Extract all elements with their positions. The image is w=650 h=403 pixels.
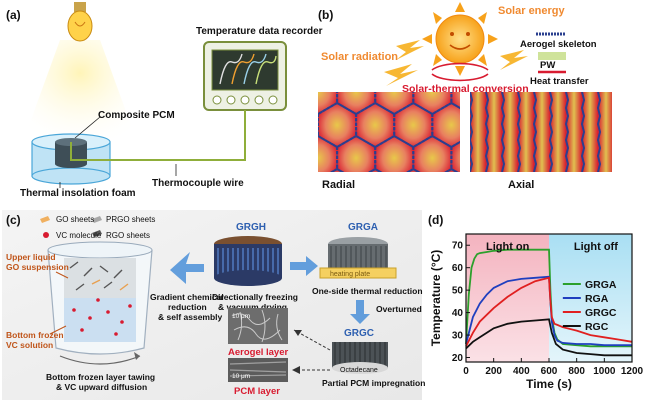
series-line-grgc <box>465 276 633 347</box>
grga-cylinder: heating plate <box>319 237 397 279</box>
legend-pw: PW <box>540 60 555 71</box>
sun-icon <box>422 2 498 76</box>
y-tick-label: 60 <box>452 263 464 274</box>
x-tick-label: 0 <box>463 366 469 377</box>
pcm-layer-label: PCM layer <box>234 386 280 397</box>
foam-container <box>31 133 111 185</box>
panel-b-label: (b) <box>318 8 333 22</box>
foam-label: Thermal insolation foam <box>20 188 136 199</box>
grgh-cylinder <box>214 236 282 286</box>
chart-legend: GRGA RGA GRGC RGC <box>562 279 617 333</box>
legend-vc: VC molecule <box>56 231 102 240</box>
legend-rgo: RGO sheets <box>106 231 150 240</box>
y-tick-label: 70 <box>452 241 464 252</box>
heating-plate-label: heating plate <box>330 271 370 278</box>
series-line-grga <box>465 248 632 348</box>
lamp-icon <box>20 2 140 150</box>
axial-label: Axial <box>508 179 534 191</box>
scale-bar-1: 10 μm <box>232 313 250 320</box>
panel-d: (d) 0 200 400 600 800 1000 1200 20 30 40 50 60 70 Li… <box>428 213 644 391</box>
legend-aerogel: Aerogel skeleton <box>520 39 597 50</box>
thermocouple-label: Thermocouple wire <box>152 178 244 189</box>
x-tick-label: 1000 <box>593 366 616 377</box>
arrow-to-grgh <box>170 252 204 284</box>
y-tick-label: 20 <box>452 353 464 364</box>
one-side-label: One-side thermal reduction <box>312 286 423 296</box>
legend-go: GO sheets <box>56 215 94 224</box>
freeze-label: Directionally freezing& vacuum drying <box>212 292 298 312</box>
x-tick-label: 800 <box>568 366 585 377</box>
arrow-overturned <box>350 300 370 324</box>
panel-c-label: (c) <box>6 213 21 227</box>
panel-b-legend: Aerogel skeleton PW Heat transfer <box>520 32 597 87</box>
recorder-label: Temperature data recorder <box>196 26 323 37</box>
overturned-label: Overturned <box>376 304 422 314</box>
tawing-label: Bottom frozen layer tawing& VC upward di… <box>46 372 155 392</box>
panel-c-legend: GO sheets PRGO sheets VC molecule RGO sh… <box>40 215 155 240</box>
y-tick-label: 40 <box>452 308 464 319</box>
y-tick-label: 30 <box>452 331 464 342</box>
sem-aerogel-image: 10 μm <box>228 308 288 344</box>
panel-b: (b) Solar energy Solar radiation Solar-t… <box>318 2 612 191</box>
solar-radiation-label: Solar radiation <box>321 51 398 63</box>
axial-structure <box>470 92 612 172</box>
grgc-label: GRGC <box>344 328 374 339</box>
solar-energy-label: Solar energy <box>498 5 566 17</box>
series-line-rgc <box>465 318 632 357</box>
grgh-label: GRGH <box>236 222 266 233</box>
legend-label-rgc: RGC <box>585 321 609 333</box>
octadecane-label: Octadecane <box>340 367 378 374</box>
light-on-label: Light on <box>486 241 530 253</box>
temperature-recorder <box>203 41 287 111</box>
legend-label-grga: GRGA <box>585 279 617 291</box>
legend-label-grgc: GRGC <box>585 307 617 319</box>
x-axis-label: Time (s) <box>526 377 572 391</box>
radial-structure <box>318 92 460 172</box>
light-off-label: Light off <box>574 241 618 253</box>
composite-label: Composite PCM <box>98 110 175 121</box>
radial-label: Radial <box>322 179 355 191</box>
beaker <box>47 241 153 365</box>
x-tick-label: 400 <box>513 366 530 377</box>
legend-prgo: PRGO sheets <box>106 215 155 224</box>
arrow-to-grga <box>290 256 318 276</box>
panel-c: (c) GO sheets PRGO sheets VC molecule RG… <box>2 210 425 400</box>
sem-pcm-image: 10 μm <box>228 358 288 382</box>
panel-a: (a) <box>6 2 323 199</box>
scale-bar-2: 10 μm <box>232 373 250 380</box>
y-axis-label: Temperature (°C) <box>429 250 443 347</box>
x-tick-label: 1200 <box>621 366 644 377</box>
aerogel-layer-label: Aerogel layer <box>228 347 288 358</box>
partial-label: Partial PCM impregnation <box>322 378 425 388</box>
x-tick-label: 600 <box>541 366 558 377</box>
x-tick-label: 200 <box>485 366 502 377</box>
grgc-cylinder <box>332 342 388 374</box>
thermocouple-wire <box>70 110 246 161</box>
panel-d-label: (d) <box>428 213 443 227</box>
legend-heat: Heat transfer <box>530 76 589 87</box>
legend-label-rga: RGA <box>585 293 609 305</box>
y-tick-label: 50 <box>452 286 464 297</box>
panel-a-label: (a) <box>6 8 21 22</box>
grga-label: GRGA <box>348 222 378 233</box>
solar-radiation-bolts <box>384 40 528 86</box>
